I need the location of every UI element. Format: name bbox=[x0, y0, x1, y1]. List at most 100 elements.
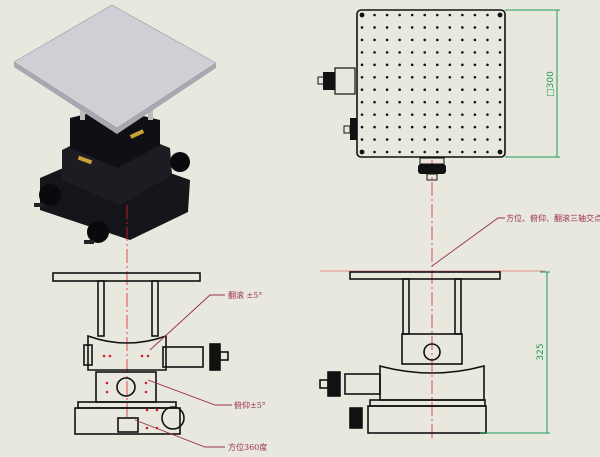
plate-hole bbox=[461, 51, 464, 54]
plate-hole bbox=[435, 75, 439, 79]
pitch-knob bbox=[116, 377, 136, 397]
plate-corner-hole bbox=[497, 12, 503, 18]
plate-hole bbox=[398, 100, 401, 104]
plate-hole bbox=[410, 88, 414, 92]
side-knob-shaft bbox=[319, 379, 329, 389]
plate-hole bbox=[461, 125, 464, 129]
plate-hole bbox=[398, 88, 401, 92]
annotation-intersection: 方位、俯仰、翻滚三轴交点 bbox=[506, 213, 600, 223]
top-view bbox=[317, 9, 506, 181]
front-view-right bbox=[319, 271, 501, 434]
plate-hole bbox=[435, 125, 439, 129]
plate-hole bbox=[461, 75, 464, 79]
isometric-knob-shaft bbox=[34, 203, 44, 207]
plate-hole bbox=[486, 63, 489, 67]
plate-hole bbox=[423, 113, 427, 116]
plate-hole bbox=[410, 63, 414, 67]
plate-hole bbox=[398, 150, 401, 154]
roll-block bbox=[401, 333, 463, 365]
plate-hole bbox=[360, 88, 364, 92]
isometric-knob bbox=[87, 221, 109, 243]
azimuth-plate bbox=[117, 417, 139, 433]
plate-hole bbox=[360, 138, 364, 141]
plate-hole bbox=[373, 38, 376, 42]
plate-hole bbox=[486, 88, 489, 92]
plate-hole bbox=[486, 51, 489, 54]
roll-stage bbox=[87, 334, 167, 371]
plate-hole bbox=[373, 125, 376, 129]
plate-hole bbox=[498, 51, 502, 54]
azimuth-stage bbox=[379, 364, 485, 401]
roll-stage-side bbox=[83, 344, 93, 366]
plate-hole bbox=[423, 51, 427, 54]
plate-hole bbox=[385, 13, 389, 17]
plate-hole bbox=[498, 100, 502, 104]
isometric-plate bbox=[13, 4, 217, 129]
plate-hole bbox=[486, 125, 489, 129]
plate-hole bbox=[423, 63, 427, 67]
plate-hole bbox=[498, 38, 502, 42]
plate-hole bbox=[435, 63, 439, 67]
leaders bbox=[134, 217, 505, 448]
top-view-block-shaft bbox=[343, 125, 351, 134]
plate-hole bbox=[461, 26, 464, 29]
plate-hole bbox=[461, 88, 464, 92]
plate-hole bbox=[473, 38, 477, 42]
roll-knob bbox=[209, 343, 221, 371]
top-view-knob-shaft bbox=[317, 76, 325, 85]
plate-hole bbox=[498, 26, 502, 29]
plate-hole bbox=[423, 138, 427, 141]
plate-hole bbox=[486, 13, 489, 17]
plate-hole bbox=[410, 138, 414, 141]
front-view-left-marks bbox=[102, 354, 159, 430]
plate-hole bbox=[473, 26, 477, 29]
plate-hole bbox=[473, 150, 477, 154]
plate-hole bbox=[360, 75, 364, 79]
plate-hole bbox=[486, 26, 489, 29]
plate-hole bbox=[435, 51, 439, 54]
plate-hole bbox=[461, 38, 464, 42]
plate-hole bbox=[423, 88, 427, 92]
plate-hole bbox=[373, 13, 376, 17]
roll-knob bbox=[423, 343, 441, 361]
plate-hole bbox=[435, 88, 439, 92]
plate-hole bbox=[448, 100, 452, 104]
plate-hole bbox=[360, 125, 364, 129]
top-view-plate bbox=[356, 9, 506, 158]
plate-hole bbox=[473, 125, 477, 129]
plate-hole bbox=[461, 138, 464, 141]
isometric-knob bbox=[39, 184, 61, 206]
plate-hole bbox=[373, 100, 376, 104]
plate-hole bbox=[398, 138, 401, 141]
pitch-stage bbox=[95, 371, 157, 403]
table-top bbox=[349, 271, 501, 280]
plate-hole bbox=[448, 113, 452, 116]
plate-hole bbox=[410, 75, 414, 79]
plate-hole bbox=[461, 13, 464, 17]
annotation-azimuth: 方位360度 bbox=[228, 442, 267, 452]
post bbox=[402, 278, 410, 335]
plate-hole bbox=[461, 150, 464, 154]
post bbox=[97, 280, 105, 337]
plate-hole bbox=[398, 13, 401, 17]
plate-hole bbox=[486, 75, 489, 79]
plate-hole bbox=[360, 38, 364, 42]
plate-hole bbox=[473, 75, 477, 79]
dimension-height bbox=[480, 271, 550, 434]
roll-knob-housing bbox=[162, 346, 204, 368]
plate-hole bbox=[435, 100, 439, 104]
plate-hole bbox=[410, 51, 414, 54]
plate-hole bbox=[486, 138, 489, 141]
side-knob-housing bbox=[344, 373, 381, 395]
plate-hole bbox=[360, 51, 364, 54]
top-view-bracket bbox=[334, 67, 356, 95]
plate-hole bbox=[448, 63, 452, 67]
plate-hole bbox=[473, 138, 477, 141]
plate-hole bbox=[473, 63, 477, 67]
plate-hole bbox=[461, 113, 464, 116]
plate-hole bbox=[373, 63, 376, 67]
plate-hole-grid bbox=[359, 12, 503, 155]
top-view-bottom-shaft bbox=[426, 173, 438, 181]
plate-hole bbox=[360, 100, 364, 104]
